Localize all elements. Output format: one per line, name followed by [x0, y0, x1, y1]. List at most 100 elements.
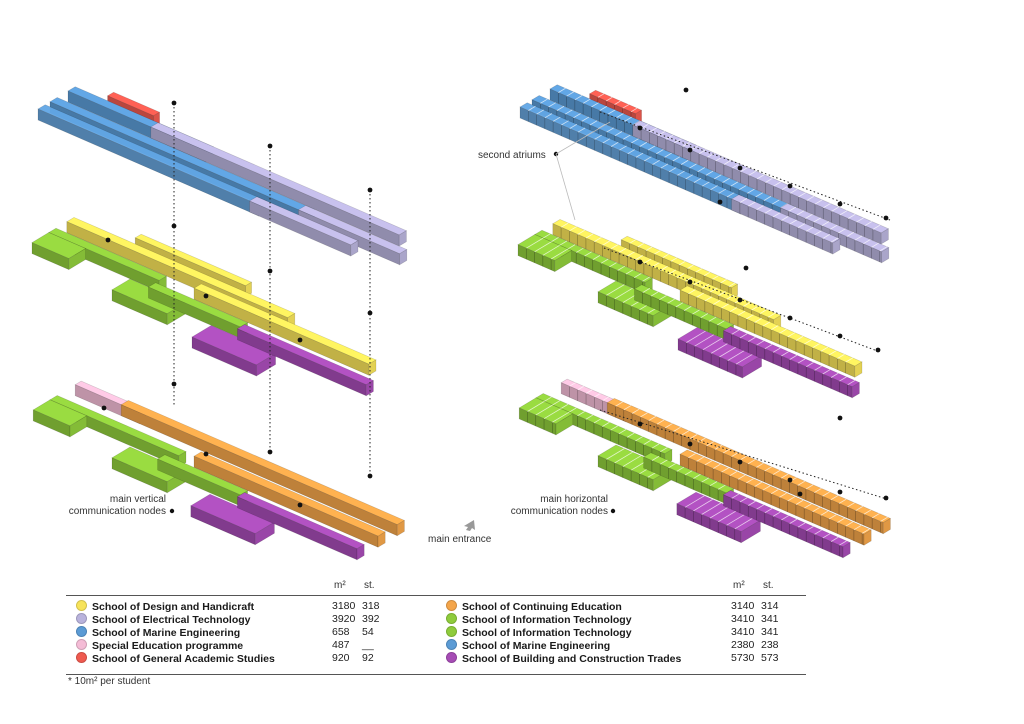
- block-end: [377, 531, 386, 548]
- axonometric-diagram: second atriums main vertical communicati…: [31, 84, 892, 561]
- legend-school-name: School of Continuing Education: [462, 601, 622, 613]
- communication-links: [101, 87, 891, 508]
- vertical-nodes-label-2: communication nodes: [69, 506, 166, 517]
- legend-school-name: Special Education programme: [92, 640, 244, 652]
- building-block: [120, 400, 406, 537]
- legend-school-name: School of Information Technology: [462, 627, 632, 639]
- legend-unit-area-right: m²: [733, 580, 745, 591]
- communication-node: [203, 293, 209, 299]
- building-block: [722, 326, 861, 399]
- legend-area-value: 5730: [731, 652, 755, 664]
- block-end: [396, 519, 405, 537]
- legend-swatch: [446, 652, 457, 663]
- building-block: [676, 491, 762, 544]
- legend-row-right-1: School of Information Technology 3410 341: [446, 613, 791, 626]
- communication-node: [787, 183, 793, 189]
- horizontal-nodes-label-2: communication nodes: [511, 506, 608, 517]
- legend-students-value: 341: [761, 613, 779, 625]
- callout-horizontal-nodes: main horizontal communication nodes: [511, 494, 616, 517]
- legend-school-name: School of Building and Construction Trad…: [462, 653, 682, 665]
- communication-node: [837, 201, 843, 207]
- communication-node: [837, 333, 843, 339]
- communication-node: [787, 477, 793, 483]
- communication-node: [717, 199, 723, 205]
- communication-node: [737, 297, 743, 303]
- block-top: [531, 95, 798, 213]
- communication-node: [297, 502, 303, 508]
- legend-school-name: School of General Academic Studies: [92, 653, 275, 665]
- communication-node: [101, 405, 107, 411]
- block-end: [399, 248, 408, 266]
- block-end: [881, 246, 890, 264]
- legend-students-value: __: [362, 639, 374, 651]
- building-block: [193, 283, 377, 376]
- building-block: [677, 327, 763, 379]
- legend-swatch: [446, 626, 457, 637]
- legend-school-name: School of Information Technology: [462, 614, 632, 626]
- main-entrance-label: main entrance: [428, 534, 492, 545]
- communication-node: [837, 415, 843, 421]
- building-block: [642, 452, 735, 505]
- legend-swatch: [446, 600, 457, 611]
- block-end: [68, 247, 86, 271]
- communication-node: [367, 310, 373, 316]
- block-end: [256, 352, 276, 377]
- building-block: [606, 398, 892, 535]
- communication-node: [687, 279, 693, 285]
- communication-node: [203, 451, 209, 457]
- legend-row-left-4: School of General Academic Studies 920 92: [76, 652, 392, 665]
- block-end: [398, 230, 407, 247]
- legend-swatch: [446, 639, 457, 650]
- building-block: [517, 234, 573, 273]
- communication-node: [171, 223, 177, 229]
- legend-students-value: 318: [362, 600, 380, 612]
- communication-node: [297, 337, 303, 343]
- legend-swatch: [446, 613, 457, 624]
- callout-second-atriums: second atriums: [478, 121, 611, 221]
- building-block: [236, 492, 365, 561]
- block-end: [882, 517, 891, 535]
- legend-area-value: 3920: [332, 613, 356, 625]
- legend-unit-students-right: st.: [763, 580, 774, 591]
- block-end: [851, 381, 860, 399]
- horizontal-link-1: [603, 247, 881, 353]
- block-end: [254, 521, 275, 546]
- legend-swatch: [76, 652, 87, 663]
- communication-node: [787, 315, 793, 321]
- building-block: [730, 194, 841, 255]
- communication-node: [737, 165, 743, 171]
- building-block: [679, 285, 863, 378]
- communication-node: [171, 100, 177, 106]
- legend-area-value: 920: [332, 652, 350, 664]
- communication-node: [267, 449, 273, 455]
- vertical-nodes-label-1: main vertical: [110, 494, 166, 505]
- building-block: [679, 449, 872, 546]
- legend-area-value: 3410: [731, 613, 755, 625]
- block-end: [740, 519, 761, 544]
- communication-node: [883, 215, 889, 221]
- block-end: [365, 379, 374, 397]
- legend-unit-students-left: st.: [364, 580, 375, 591]
- legend-school-name: School of Marine Engineering: [92, 627, 241, 639]
- building-block: [236, 324, 375, 397]
- legend-students-value: 92: [362, 652, 374, 664]
- communication-node: [743, 265, 749, 271]
- communication-node: [837, 489, 843, 495]
- communication-node: [797, 491, 803, 497]
- legend-swatch: [76, 600, 87, 611]
- legend-students-value: 573: [761, 652, 779, 664]
- building-block: [32, 399, 88, 438]
- legend-swatch: [76, 626, 87, 637]
- communication-node: [267, 268, 273, 274]
- building-block: [779, 203, 890, 264]
- callout-vertical-nodes: main vertical communication nodes: [69, 494, 175, 517]
- block-end: [554, 249, 572, 273]
- building-block: [632, 120, 890, 245]
- legend-area-value: 2380: [731, 639, 755, 651]
